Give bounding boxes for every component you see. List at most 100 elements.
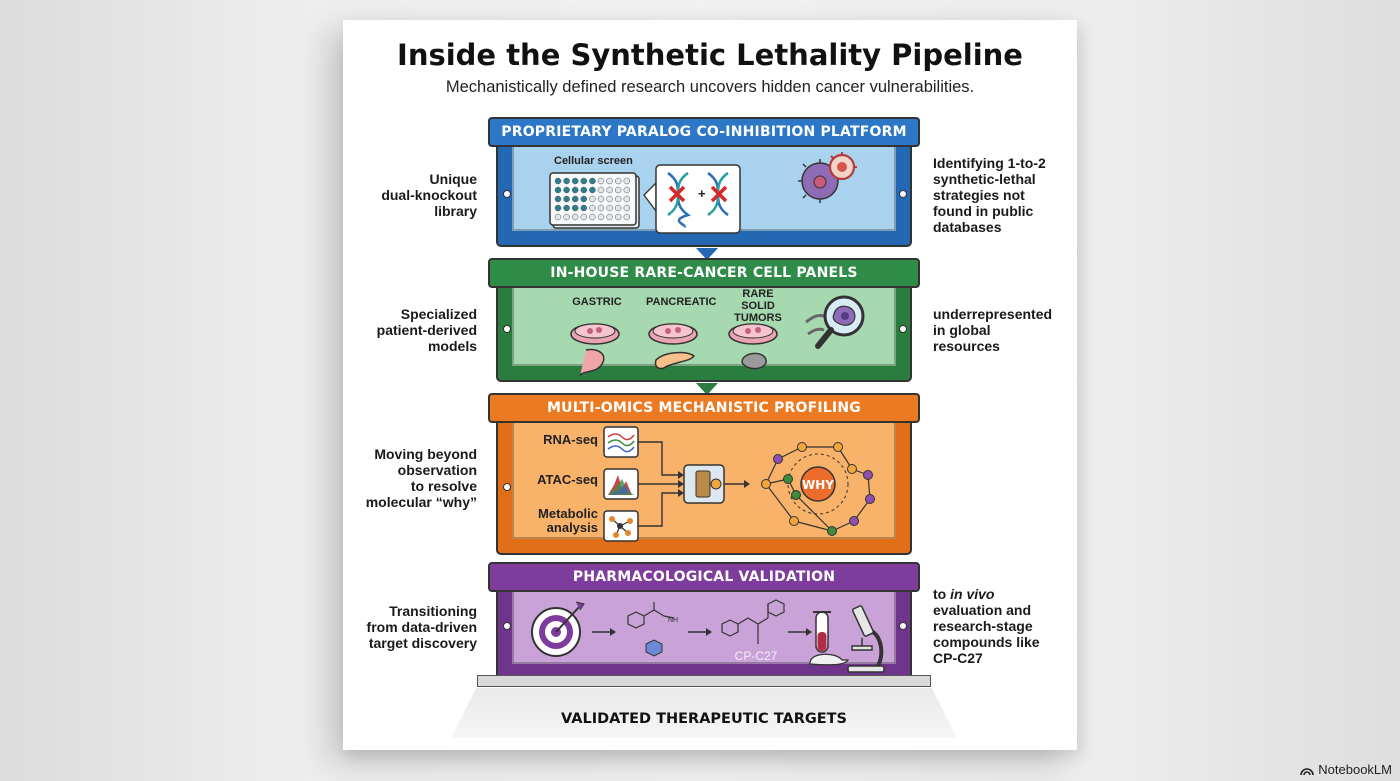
network-node <box>791 490 801 500</box>
plate-well <box>597 177 605 185</box>
plate-well <box>614 213 622 221</box>
validation-flow: NH CP-C27 <box>531 599 885 673</box>
plate-well <box>623 213 631 221</box>
plate-well <box>623 186 631 194</box>
petri-dish-icon <box>570 323 620 345</box>
plate-well <box>597 213 605 221</box>
network-edge <box>795 494 833 532</box>
stomach-icon <box>579 348 605 377</box>
plate-well <box>580 204 588 212</box>
plate-well <box>571 195 579 203</box>
right-label-tier-2: underrepresented in global resources <box>933 306 1053 354</box>
well-plate-icon <box>549 172 640 229</box>
plate-well <box>589 177 596 185</box>
network-icon <box>761 442 875 536</box>
plate-well <box>623 195 631 203</box>
why-orbit <box>787 453 849 515</box>
pipeline-base-shadow <box>451 688 957 738</box>
connector-dot <box>899 622 907 630</box>
left-label-tier-3: Moving beyond observation to resolve mol… <box>365 446 477 510</box>
notebooklm-logo-icon <box>1300 767 1315 775</box>
connector-dot <box>899 190 907 198</box>
plate-well <box>554 177 562 185</box>
right-label-tier-1: Identifying 1-to-2 synthetic-lethal stra… <box>933 155 1046 235</box>
petri-dish-icon <box>648 323 698 345</box>
plate-well <box>614 204 622 212</box>
right-label-italic: in vivo <box>950 586 995 602</box>
left-label-tier-4: Transitioning from data-driven target di… <box>366 603 477 651</box>
tier-body: Cellular screen + <box>496 145 912 247</box>
plate-well <box>589 186 596 194</box>
network-edge <box>765 483 795 522</box>
tier-header: PROPRIETARY PARALOG CO-INHIBITION PLATFO… <box>488 117 920 147</box>
plate-well <box>606 186 613 194</box>
petri-dish-icon <box>728 323 778 345</box>
network-node <box>827 526 837 536</box>
plate-well <box>580 195 588 203</box>
tier-header: IN-HOUSE RARE-CANCER CELL PANELS <box>488 258 920 288</box>
connector-dot <box>503 622 511 630</box>
plate-well <box>571 204 579 212</box>
petri-dishes <box>570 323 778 377</box>
connector-dot <box>503 190 511 198</box>
plate-well <box>614 186 622 194</box>
tier-header: PHARMACOLOGICAL VALIDATION <box>488 562 920 592</box>
pancreas-icon <box>654 351 696 370</box>
infographic-poster: Inside the Synthetic Lethality Pipeline … <box>343 20 1077 750</box>
microscope-icon <box>847 605 885 673</box>
cancer-label-gastric: GASTRIC <box>572 296 622 308</box>
network-node <box>863 470 873 480</box>
plate-well <box>571 213 579 221</box>
plate-well <box>554 195 562 203</box>
pipeline-base <box>477 675 931 687</box>
network-node <box>849 516 859 526</box>
connector-dot <box>503 325 511 333</box>
plate-well <box>614 177 622 185</box>
plate-well <box>554 204 562 212</box>
plate-well <box>563 204 570 212</box>
plate-well <box>614 195 622 203</box>
tier-body: GASTRIC PANCREATIC RARE SOLID TUMORS <box>496 286 912 382</box>
right-label-rest: evaluation and research-stage compounds … <box>933 602 1040 666</box>
plate-well <box>563 186 570 194</box>
network-node <box>833 442 843 452</box>
cancer-cell-icon <box>798 152 857 203</box>
plate-well <box>589 204 596 212</box>
network-node <box>783 474 793 484</box>
connector-dot <box>899 325 907 333</box>
plate-well <box>623 204 631 212</box>
plate-well <box>554 213 562 221</box>
mouse-icon <box>809 653 850 666</box>
plate-well <box>580 177 588 185</box>
tumor-icon <box>741 352 767 370</box>
plus-sign: + <box>698 186 706 201</box>
plate-well <box>571 186 579 194</box>
tier-body: NH CP-C27 <box>496 590 912 680</box>
page-title: Inside the Synthetic Lethality Pipeline <box>397 38 1023 72</box>
connector-dot <box>503 483 511 491</box>
left-label-tier-1: Unique dual-knockout library <box>381 171 477 219</box>
cancer-label-pancreatic: PANCREATIC <box>646 296 717 308</box>
tier-connector-2 <box>696 383 718 395</box>
dna-knockout-zoom: + <box>643 164 741 234</box>
dna-icon <box>667 171 729 229</box>
tier-body: RNA-seq ATAC-seq Metabolic analysis <box>496 421 912 555</box>
tier-connector-1 <box>696 248 718 260</box>
network-node <box>865 494 875 504</box>
plate-well <box>589 195 596 203</box>
brand-name: NotebookLM <box>1318 762 1392 777</box>
magnifier-icon <box>805 295 865 349</box>
chart-icon <box>603 426 639 542</box>
plate-well <box>580 213 588 221</box>
network-node <box>761 479 771 489</box>
right-label-prefix: to <box>933 586 951 602</box>
plate-well <box>606 177 613 185</box>
plate-well <box>597 186 605 194</box>
plate-well <box>606 213 613 221</box>
omics-label-metabolic: Metabolic analysis <box>538 506 598 535</box>
target-icon <box>531 601 585 657</box>
left-label-tier-2: Specialized patient-derived models <box>376 306 477 354</box>
plate-well <box>606 204 613 212</box>
cellular-screen-label: Cellular screen <box>554 155 633 167</box>
omics-label-rna: RNA-seq <box>543 432 598 447</box>
